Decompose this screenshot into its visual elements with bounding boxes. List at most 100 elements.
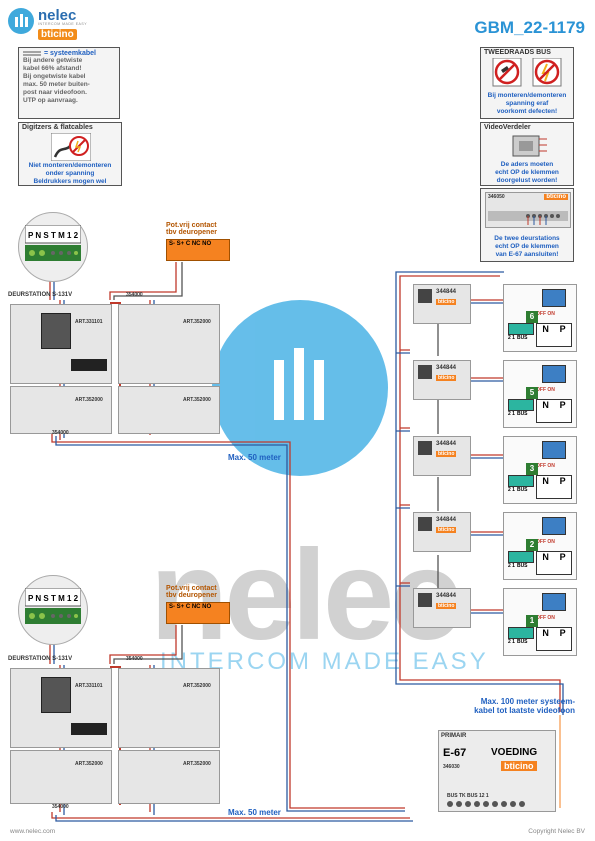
videofoon-module: 344844 bticino (413, 360, 471, 400)
brand-name: nelec (38, 7, 77, 24)
station-module: ART.352000 (10, 386, 112, 434)
bus-terminal-block (508, 399, 534, 411)
brand-logo: nelec INTERCOM MADE EASY bticino (8, 7, 118, 44)
module-chip (418, 517, 432, 531)
off-on-switch[interactable]: OFF ON (536, 539, 555, 545)
p-label: P (559, 628, 566, 638)
note-line: onder spanning (45, 170, 95, 177)
bus-label: BUS (516, 487, 528, 493)
videofoon-module: 344844 bticino (413, 284, 471, 324)
art-code: ART.352000 (75, 761, 103, 767)
monitor-screen-icon (542, 517, 566, 535)
footer-website: www.nelec.com (10, 828, 56, 835)
module-code: 354000 (126, 292, 143, 298)
connector-terminal-icon: P N S T M 1 2 (25, 225, 81, 261)
nelec-logo-icon (8, 8, 34, 34)
n-label: N (542, 324, 549, 334)
note-line: echt OP de klemmen (495, 243, 559, 250)
partner-logo: bticino (38, 29, 77, 40)
off-on-switch[interactable]: OFF ON (536, 311, 555, 317)
watermark-wordmark: nelec (150, 524, 461, 667)
power-model: E-67 (443, 747, 467, 759)
relay-terminals: S- S+ C NC NO (169, 241, 212, 247)
videofoon-brand: bticino (436, 375, 457, 381)
brand-tagline: INTERCOM MADE EASY (38, 22, 88, 26)
note-title: Digitzers & flatcables (22, 124, 93, 131)
p-label: P (559, 324, 566, 334)
bus-label: BUS (516, 639, 528, 645)
note-e67: 346050 bticino De twee deurstations echt… (480, 188, 574, 262)
monitor-screen-icon (542, 365, 566, 383)
bus-nums: 2 1 (508, 335, 515, 341)
note-videoverdeler: VideoVerdeler De aders moeten echt OP de… (480, 122, 574, 186)
power-terminal-screws-icon (447, 801, 525, 807)
art-code: ART.352000 (183, 683, 211, 689)
monitor-screen-icon (542, 289, 566, 307)
power-code: 346030 (443, 764, 460, 770)
relay-title: tbv deuropener (166, 592, 217, 599)
off-on-switch[interactable]: OFF ON (536, 387, 555, 393)
videofoon-code: 344844 (436, 365, 457, 371)
relay-terminals: S- S+ C NC NO (169, 604, 212, 610)
cable-legend-text: = systeemkabel (44, 50, 96, 57)
note-line: spanning eraf (505, 100, 549, 107)
module-code: 354000 (52, 804, 69, 810)
n-label: N (542, 476, 549, 486)
bus-terminal-block (508, 475, 534, 487)
watermark-bars-icon (274, 348, 324, 420)
no-power-flatcable-icon (51, 133, 91, 161)
bus-connector-bottom: P N S T M 1 2 (18, 575, 88, 645)
note-bus: TWEEDRAADS BUS Bij monteren/demonteren s… (480, 47, 574, 119)
monitor-screen-icon (542, 593, 566, 611)
digitizer-chip (71, 359, 107, 371)
videofoon-code: 344844 (436, 289, 457, 295)
note-line: Niet monteren/demonteren (28, 162, 112, 169)
bus-label: BUS (516, 563, 528, 569)
n-label: N (542, 552, 549, 562)
door-station-top: DEURSTATION S-131V 354000 ART.331101 ART… (8, 292, 220, 436)
primair-label: PRIMAIR (441, 733, 467, 739)
note-line: post naar videofoon. (23, 89, 87, 96)
note-line: max. 50 meter buiten- (23, 81, 90, 88)
relay-bottom: Pot.vrij contact tbv deuropener S- S+ C … (166, 585, 230, 624)
module-chip (418, 289, 432, 303)
note-line: Bij ongetwiste kabel (23, 73, 86, 80)
note-title: VideoVerdeler (484, 124, 531, 131)
off-on-switch[interactable]: OFF ON (536, 615, 555, 621)
videofoon-number: 6 (526, 311, 538, 323)
note-digitizers: Digitzers & flatcables Niet monteren/dem… (18, 122, 122, 186)
note-line: doorgelust worden! (496, 177, 558, 184)
videofoon-brand: bticino (436, 299, 457, 305)
bus-nums: 2 1 (508, 563, 515, 569)
watermark-logo-circle (212, 300, 388, 476)
art-code: ART.352000 (183, 319, 211, 325)
station-module: ART.352000 (10, 750, 112, 804)
note-cable: = systeemkabel Bij andere getwiste kabel… (18, 47, 120, 119)
relay-top: Pot.vrij contact tbv deuropener S- S+ C … (166, 222, 230, 261)
door-station-label: DEURSTATION S-131V (8, 656, 73, 662)
cable-legend-icon (23, 51, 41, 56)
power-type: VOEDING (491, 747, 538, 758)
relay-title: Pot.vrij contact (166, 222, 217, 229)
videofoon-brand: bticino (436, 527, 457, 533)
module-chip (418, 365, 432, 379)
station-module: ART.331101 (10, 668, 112, 748)
videofoon-number: 5 (526, 387, 538, 399)
power-brand: bticino (501, 761, 537, 771)
e67-brand: bticino (544, 194, 568, 200)
off-on-switch[interactable]: OFF ON (536, 463, 555, 469)
e67-device-thumb: 346050 bticino (485, 192, 571, 228)
e67-code: 346050 (488, 194, 505, 200)
